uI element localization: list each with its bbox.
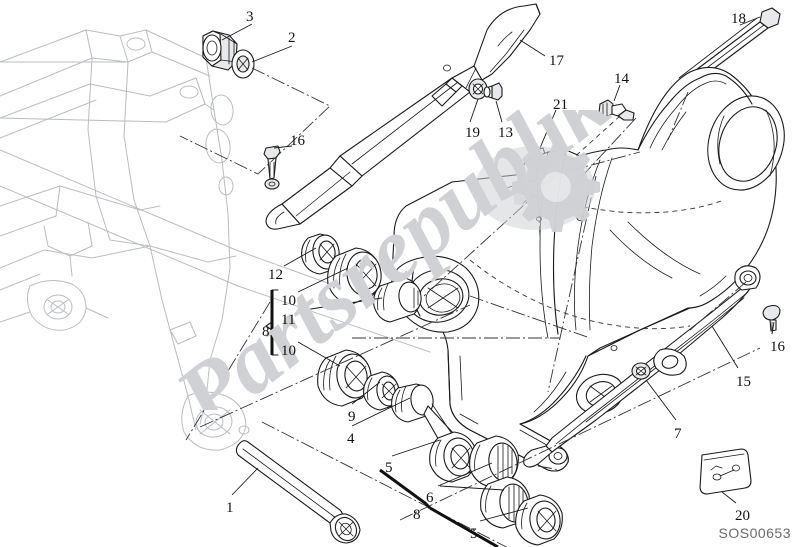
callout-16-top: 16 [290, 133, 305, 149]
drawing-code: SOS00653 [718, 525, 791, 541]
callout-11: 11 [281, 312, 296, 328]
group-bracket-8-lower [379, 468, 499, 547]
part-5-seal-lower [515, 494, 563, 546]
callout-21: 21 [553, 97, 568, 113]
callout-18: 18 [731, 11, 746, 27]
callout-6: 6 [426, 490, 434, 506]
bearing-stack-lower [317, 349, 563, 546]
part-10-outer-race-upper [327, 247, 382, 305]
part-1-pivot-shaft [235, 440, 361, 544]
callout-15: 15 [736, 374, 751, 390]
part-16-screw-top [263, 145, 281, 190]
callout-8-lower: 8 [413, 507, 421, 523]
callout-3: 3 [246, 9, 254, 25]
part-2-washer [231, 49, 255, 79]
bearing-stack-upper [301, 233, 422, 323]
part-14-fitting [598, 99, 635, 121]
callout-4: 4 [347, 431, 355, 447]
callout-8-bracket: 8 [262, 324, 270, 340]
callout-17: 17 [549, 53, 564, 69]
part-20-identification-plate [699, 448, 752, 495]
part-5-seal-upper [429, 431, 477, 483]
part-4-spacer-sleeve [391, 383, 461, 455]
leader-lines [221, 16, 775, 522]
callout-13: 13 [498, 125, 513, 141]
part-13-chain-guard-screw [483, 82, 503, 101]
callout-16-right: 16 [770, 339, 785, 355]
callout-1: 1 [226, 500, 234, 516]
callout-9: 9 [348, 409, 356, 425]
callout-12: 12 [268, 267, 283, 283]
ghost-frame [0, 29, 250, 451]
swingarm-body [391, 66, 785, 472]
callout-7: 7 [674, 426, 682, 442]
callout-14: 14 [614, 71, 629, 87]
callout-20: 20 [735, 508, 750, 524]
part-9-inner-spacer [363, 371, 400, 411]
group-bracket-8-upper [265, 289, 279, 356]
part-11-spacer-upper [373, 277, 422, 323]
part-10-outer-race-lower [317, 349, 372, 407]
callout-5-upper: 5 [385, 460, 393, 476]
part-7-screw [631, 362, 651, 380]
callout-2: 2 [288, 30, 296, 46]
callout-19: 19 [465, 125, 480, 141]
callout-10-upper: 10 [281, 293, 296, 309]
callout-10-lower: 10 [281, 343, 296, 359]
callout-5-lower: 5 [470, 526, 478, 542]
part-6-needle-bearing-upper [469, 435, 519, 488]
